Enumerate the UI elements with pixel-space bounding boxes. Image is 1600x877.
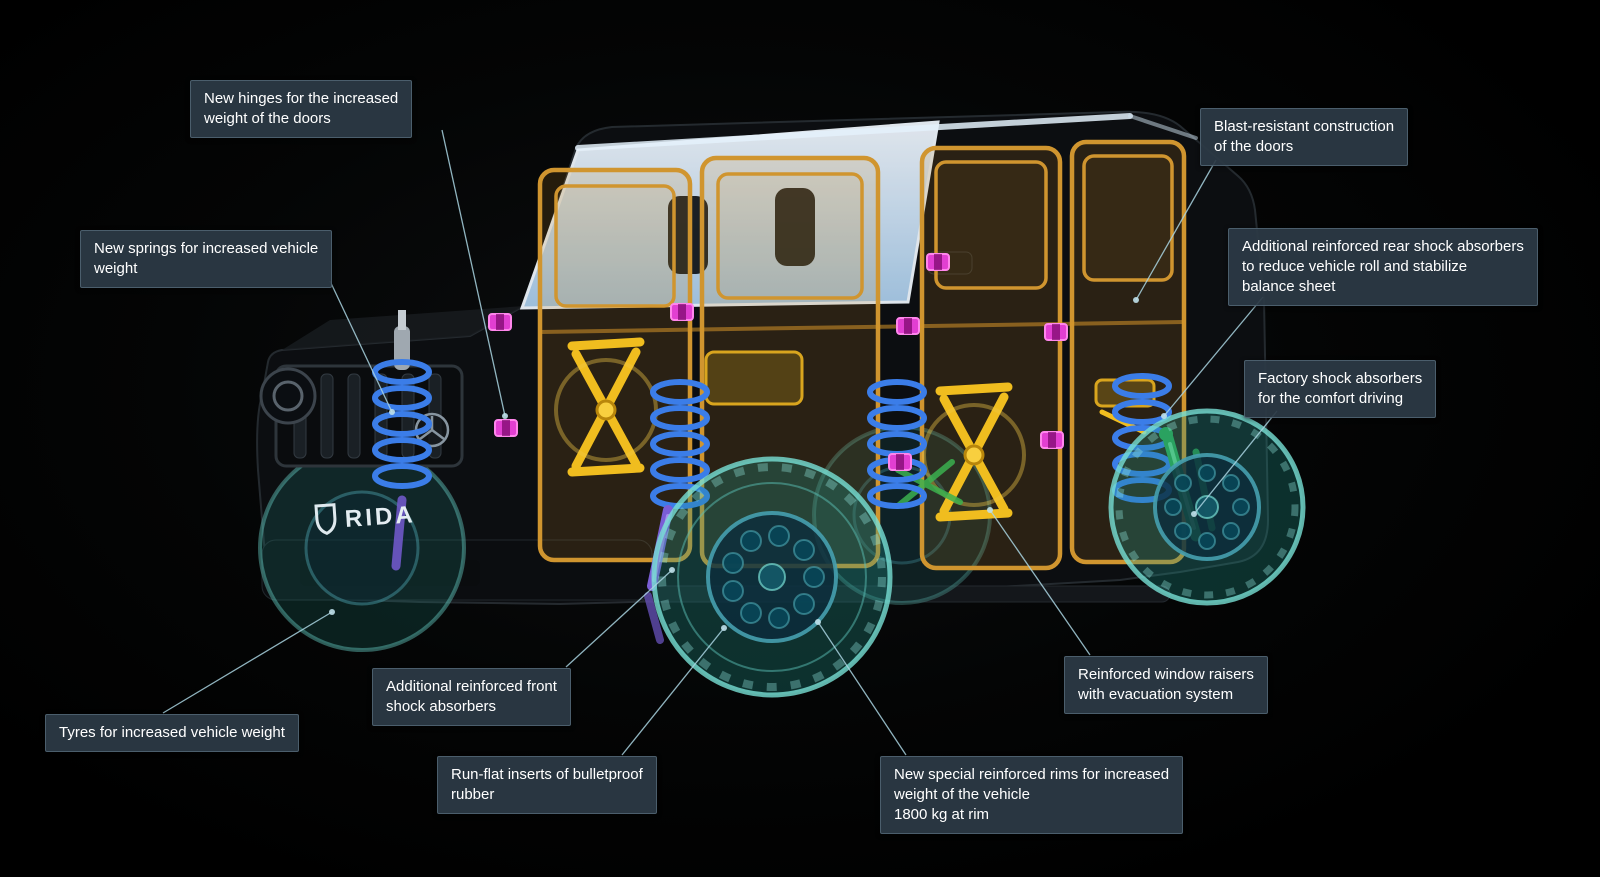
callout-run-flat-inserts: Run-flat inserts of bulletproof rubber	[437, 756, 657, 815]
brand-badge-icon	[414, 412, 450, 448]
rida-logo-text: RIDA	[344, 501, 416, 533]
far-front-wheel	[258, 444, 466, 652]
leader-lines	[162, 129, 1278, 756]
callout-front-shock-absorbers: Additional reinforced front shock absorb…	[372, 668, 571, 727]
leader-line	[565, 569, 673, 668]
leader-line	[1193, 410, 1278, 515]
front-strut-rod	[398, 310, 406, 330]
rear-wheel	[1108, 408, 1306, 606]
callout-blast-resistant-doors: Blast-resistant construction of the door…	[1200, 108, 1409, 167]
leader-line	[1135, 159, 1217, 301]
leader-line	[989, 509, 1091, 656]
leader-line	[441, 129, 506, 417]
callout-reinforced-rims: New special reinforced rims for increase…	[880, 756, 1184, 835]
leader-line	[621, 627, 725, 756]
door-mechanism-panel	[704, 350, 804, 406]
callout-tyres: Tyres for increased vehicle weight	[45, 714, 299, 753]
door-1	[537, 167, 693, 563]
callout-new-springs: New springs for increased vehicle weight	[80, 230, 333, 289]
rida-shield-icon	[314, 503, 337, 535]
front-wheel	[651, 456, 893, 698]
callout-factory-shock-absorbers: Factory shock absorbers for the comfort …	[1244, 360, 1437, 419]
seat-headrest	[775, 188, 815, 266]
callout-window-raisers: Reinforced window raisers with evacuatio…	[1064, 656, 1268, 715]
leader-line	[329, 280, 393, 413]
headlight	[259, 367, 317, 425]
leader-line	[1163, 296, 1264, 417]
bumper-intake	[300, 560, 480, 586]
rida-logo: RIDA	[314, 501, 416, 535]
door-3	[919, 145, 1063, 571]
callout-rear-shock-absorbers: Additional reinforced rear shock absorbe…	[1228, 228, 1538, 307]
leader-line	[162, 611, 333, 714]
evacuation-arms	[895, 459, 963, 509]
callout-new-hinges: New hinges for the increased weight of t…	[190, 80, 413, 139]
beltline	[539, 320, 1185, 334]
front-strut	[394, 326, 410, 370]
leader-line	[817, 621, 907, 756]
